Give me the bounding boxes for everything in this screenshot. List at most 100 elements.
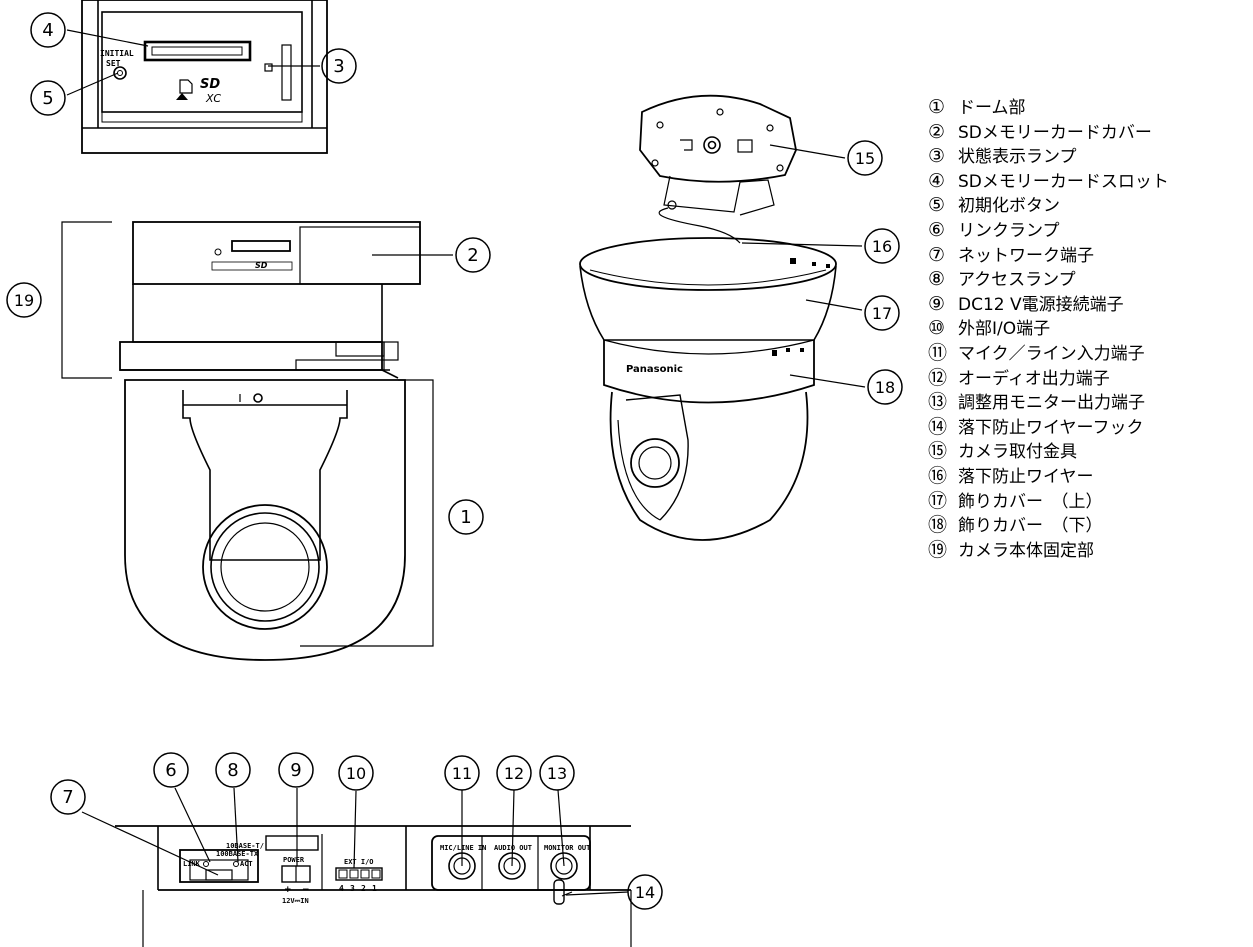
ext-pin-4: 4 <box>339 884 344 893</box>
legend-label: カメラ取付金具 <box>958 442 1077 463</box>
legend-number: ① <box>928 96 946 118</box>
legend-label: リンクランプ <box>958 220 1060 241</box>
mic-label: MIC/LINE IN <box>440 844 486 852</box>
callout-1: 1 <box>460 507 471 528</box>
legend-item: ⑫ オーディオ出力端子 <box>928 366 1248 391</box>
act-label: ACT <box>240 860 253 868</box>
callout-11: 11 <box>452 764 472 783</box>
legend-number: ② <box>928 120 946 143</box>
legend-item: ① ドーム部 <box>928 95 1248 120</box>
connector-panel: 10BASE-T/ 100BASE-TX LINK ACT POWER + − … <box>115 825 632 947</box>
legend-number: ⑬ <box>928 391 948 414</box>
legend-label: 飾りカバー （下） <box>958 516 1103 537</box>
camera-perspective-view: Panasonic <box>579 94 837 541</box>
legend-label: 飾りカバー （上） <box>958 491 1103 512</box>
legend-item: ⑱ 飾りカバー （下） <box>928 513 1248 538</box>
callout-6: 6 <box>165 760 176 781</box>
legend-item: ⑩ 外部I/O端子 <box>928 316 1248 341</box>
legend-number: ⑪ <box>928 341 948 364</box>
legend-number: ⑲ <box>928 538 948 561</box>
legend-item: ⑲ カメラ本体固定部 <box>928 538 1248 563</box>
legend-item: ⑪ マイク／ライン入力端子 <box>928 341 1248 366</box>
legend-label: ドーム部 <box>958 98 1026 118</box>
legend-number: ⑱ <box>928 514 948 537</box>
plus-label: + <box>284 885 292 895</box>
legend-number: ⑤ <box>928 194 946 217</box>
legend-label: 落下防止ワイヤー <box>958 466 1094 487</box>
callout-7: 7 <box>62 787 73 808</box>
ext-pin-3: 3 <box>350 884 355 893</box>
legend-item: ⑥ リンクランプ <box>928 218 1248 243</box>
callout-2: 2 <box>467 245 478 266</box>
legend-number: ⑨ <box>928 292 946 315</box>
legend-number: ⑯ <box>928 464 948 487</box>
legend-number: ⑰ <box>928 489 948 512</box>
ext-pin-2: 2 <box>361 884 366 893</box>
legend-number: ④ <box>928 169 946 192</box>
legend-label: SDメモリーカードカバー <box>958 122 1152 143</box>
legend-number: ⑧ <box>928 268 946 291</box>
leader-lines <box>66 29 866 896</box>
sd-logo-text: SD <box>200 77 220 92</box>
legend-item: ⑬ 調整用モニター出力端子 <box>928 390 1248 415</box>
callout-9: 9 <box>290 760 301 781</box>
link-label: LINK <box>183 860 201 868</box>
legend-number: ⑮ <box>928 440 948 463</box>
callout-4: 4 <box>42 20 53 41</box>
callout-numbers: 4 3 5 2 19 1 15 16 17 18 6 8 9 10 11 12 … <box>14 20 895 902</box>
minus-label: − <box>302 885 310 895</box>
legend-number: ⑦ <box>928 243 946 266</box>
brand-text: Panasonic <box>626 364 683 375</box>
legend-label: 調整用モニター出力端子 <box>958 393 1145 414</box>
legend-label: 初期化ボタン <box>958 196 1060 217</box>
ext-pin-1: 1 <box>372 884 377 893</box>
legend-label: DC12 V電源接続端子 <box>958 294 1124 315</box>
legend-label: 外部I/O端子 <box>958 319 1051 340</box>
legend-label: オーディオ出力端子 <box>958 368 1110 389</box>
camera-side-view: SD <box>61 221 434 661</box>
legend-number: ⑭ <box>928 415 948 438</box>
callout-17: 17 <box>872 304 892 323</box>
legend-item: ⑤ 初期化ボタン <box>928 193 1248 218</box>
callout-18: 18 <box>875 378 895 397</box>
legend-item: ⑨ DC12 V電源接続端子 <box>928 292 1248 317</box>
legend-label: 状態表示ランプ <box>958 147 1077 168</box>
callout-14: 14 <box>635 883 655 902</box>
volt-label: 12V⎓IN <box>282 897 309 905</box>
legend-item: ⑭ 落下防止ワイヤーフック <box>928 415 1248 440</box>
legend-label: ネットワーク端子 <box>958 245 1094 266</box>
legend-number: ⑥ <box>928 218 946 241</box>
callout-16: 16 <box>872 237 892 256</box>
legend-label: マイク／ライン入力端子 <box>958 343 1145 364</box>
legend-item: ② SDメモリーカードカバー <box>928 120 1248 145</box>
legend-label: 落下防止ワイヤーフック <box>958 417 1144 438</box>
callouts <box>6 12 903 910</box>
legend-label: カメラ本体固定部 <box>958 540 1094 561</box>
legend-item: ⑧ アクセスランプ <box>928 267 1248 292</box>
legend-number: ⑫ <box>928 366 948 389</box>
legend-label: アクセスランプ <box>958 270 1076 291</box>
base-t-label: 10BASE-T/ <box>226 842 264 850</box>
callout-10: 10 <box>346 764 366 783</box>
monitor-label: MONITOR OUT <box>544 844 590 852</box>
callout-3: 3 <box>333 56 344 77</box>
callout-8: 8 <box>227 760 238 781</box>
legend-label: SDメモリーカードスロット <box>958 171 1169 192</box>
callout-13: 13 <box>547 764 567 783</box>
callout-15: 15 <box>855 149 875 168</box>
set-label: SET <box>106 59 121 68</box>
legend-number: ⑩ <box>928 317 946 340</box>
power-label: POWER <box>283 856 305 864</box>
ext-io-label: EXT I/O <box>344 858 374 866</box>
initial-label: INITIAL <box>100 49 134 58</box>
sd-slot-detail: SD XC INITIAL SET <box>81 0 328 154</box>
callout-5: 5 <box>42 88 53 109</box>
legend-item: ④ SDメモリーカードスロット <box>928 169 1248 194</box>
xc-logo-text: XC <box>205 92 221 105</box>
legend-item: ⑰ 飾りカバー （上） <box>928 489 1248 514</box>
callout-12: 12 <box>504 764 524 783</box>
legend-item: ⑦ ネットワーク端子 <box>928 243 1248 268</box>
